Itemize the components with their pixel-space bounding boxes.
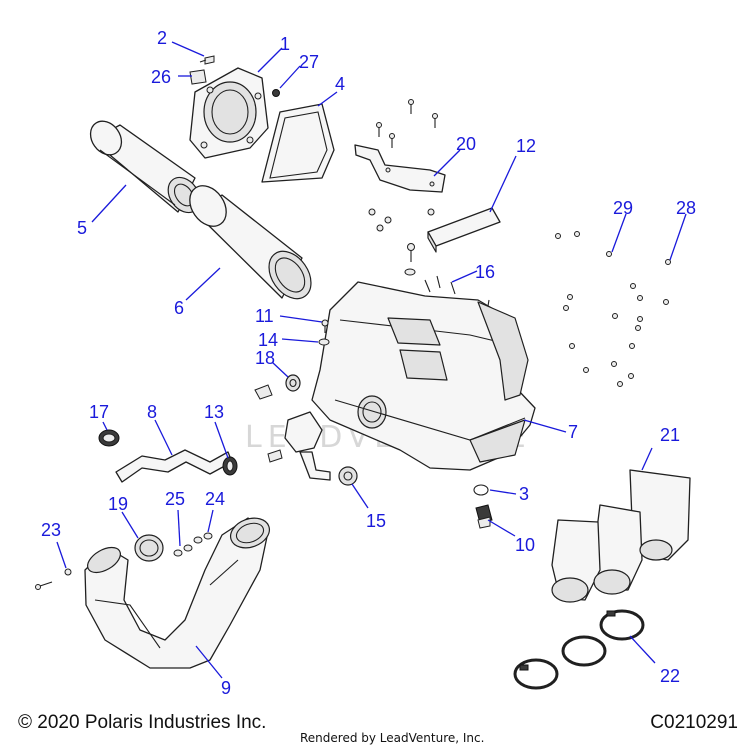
part-6-pre-filter[interactable] — [182, 179, 319, 307]
part-21-inlet-ducts[interactable] — [551, 469, 691, 603]
part-9-intake-duct[interactable] — [83, 513, 273, 669]
callout-11[interactable]: 11 — [255, 306, 274, 326]
hardware-bolts-right — [555, 231, 671, 387]
copyright-notice: © 2020 Polaris Industries Inc. — [18, 712, 267, 733]
callout-17[interactable]: 17 — [89, 402, 109, 422]
part-12-foam-block[interactable] — [427, 207, 501, 253]
callout-14[interactable]: 14 — [258, 330, 278, 350]
callout-25[interactable]: 25 — [165, 489, 185, 509]
callout-12[interactable]: 12 — [516, 136, 536, 156]
callouts: 1 2 3 4 5 6 7 8 9 10 11 12 13 14 15 16 1… — [41, 28, 696, 698]
callout-16[interactable]: 16 — [475, 262, 495, 282]
part-19-coupler[interactable] — [134, 534, 164, 562]
leader-lines — [56, 41, 687, 679]
callout-6[interactable]: 6 — [174, 298, 184, 318]
part-23-screw[interactable] — [35, 568, 72, 590]
part-15-valve[interactable] — [267, 411, 358, 486]
callout-15[interactable]: 15 — [366, 511, 386, 531]
part-25-washer[interactable] — [173, 544, 193, 557]
part-5-filter-element[interactable] — [84, 115, 206, 218]
callout-27[interactable]: 27 — [299, 52, 319, 72]
rendered-by-credit: Rendered by LeadVenture, Inc. — [300, 731, 485, 745]
part-13-clamp[interactable] — [222, 456, 238, 476]
callout-3[interactable]: 3 — [519, 484, 529, 504]
callout-28[interactable]: 28 — [676, 198, 696, 218]
callout-21[interactable]: 21 — [660, 425, 680, 445]
part-18-grommet[interactable] — [285, 374, 301, 392]
part-10-sensor[interactable] — [475, 504, 493, 529]
callout-4[interactable]: 4 — [335, 74, 345, 94]
part-1-cover-plate[interactable] — [189, 67, 269, 159]
callout-18[interactable]: 18 — [255, 348, 275, 368]
callout-2[interactable]: 2 — [157, 28, 167, 48]
drawing-number: C0210291 — [650, 712, 738, 733]
callout-23[interactable]: 23 — [41, 520, 61, 540]
callout-20[interactable]: 20 — [456, 134, 476, 154]
hardware-fitting-18 — [254, 384, 273, 400]
part-2-screw[interactable] — [199, 55, 215, 65]
part-26-clip[interactable] — [189, 69, 207, 85]
part-14-washer[interactable] — [318, 338, 330, 346]
callout-29[interactable]: 29 — [613, 198, 633, 218]
callout-26[interactable]: 26 — [151, 67, 171, 87]
part-17-clamp[interactable] — [98, 429, 120, 447]
callout-13[interactable]: 13 — [204, 402, 224, 422]
callout-24[interactable]: 24 — [205, 489, 225, 509]
part-11-bolt[interactable] — [321, 319, 329, 333]
part-27-nut[interactable] — [272, 89, 280, 97]
part-3-o-ring[interactable] — [473, 484, 489, 496]
hardware-bolts-top — [368, 99, 490, 313]
callout-5[interactable]: 5 — [77, 218, 87, 238]
callout-22[interactable]: 22 — [660, 666, 680, 686]
callout-9[interactable]: 9 — [221, 678, 231, 698]
part-20-bracket[interactable] — [354, 144, 446, 193]
part-24-washer[interactable] — [193, 532, 213, 544]
part-8-hose[interactable] — [115, 449, 233, 483]
callout-1[interactable]: 1 — [280, 34, 290, 54]
part-22-clamps[interactable] — [513, 609, 645, 690]
part-7-airbox[interactable] — [311, 281, 536, 471]
part-4-gasket[interactable] — [261, 103, 335, 183]
callout-7[interactable]: 7 — [568, 422, 578, 442]
callout-8[interactable]: 8 — [147, 402, 157, 422]
callout-10[interactable]: 10 — [515, 535, 535, 555]
callout-19[interactable]: 19 — [108, 494, 128, 514]
